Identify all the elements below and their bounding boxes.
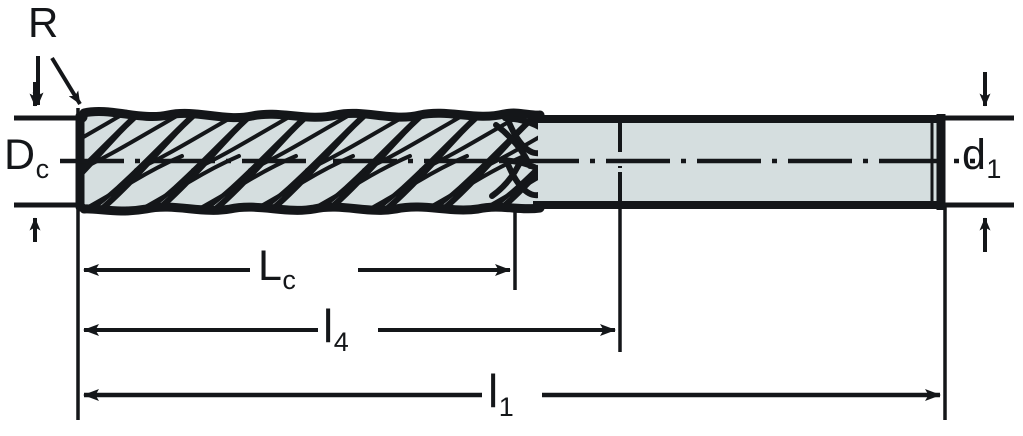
d1-symbol: d bbox=[962, 131, 986, 179]
r-leader-diagonal bbox=[50, 56, 82, 106]
dimension-label-l4: l4 bbox=[323, 300, 349, 356]
dimension-label-l1: l1 bbox=[488, 365, 514, 421]
flute-top-profile bbox=[79, 106, 545, 123]
l1-subscript: 1 bbox=[498, 392, 514, 422]
d1-subscript: 1 bbox=[986, 154, 1002, 184]
dimension-label-r: R bbox=[28, 2, 58, 44]
flute-bottom-profile bbox=[79, 202, 545, 216]
r-symbol: R bbox=[28, 0, 58, 46]
lc-subscript: c bbox=[282, 265, 296, 295]
dimension-label-dc: Dc bbox=[4, 131, 49, 183]
leader-r bbox=[32, 56, 82, 106]
dimension-label-d1: d1 bbox=[962, 131, 1001, 183]
lc-symbol: L bbox=[258, 242, 282, 290]
dc-subscript: c bbox=[35, 154, 50, 184]
l4-symbol: l bbox=[323, 300, 333, 352]
l4-subscript: 4 bbox=[333, 327, 349, 357]
dimension-label-lc: Lc bbox=[258, 242, 296, 294]
l1-symbol: l bbox=[488, 365, 498, 417]
dc-symbol: D bbox=[4, 131, 35, 179]
extension-lines bbox=[14, 108, 1014, 420]
